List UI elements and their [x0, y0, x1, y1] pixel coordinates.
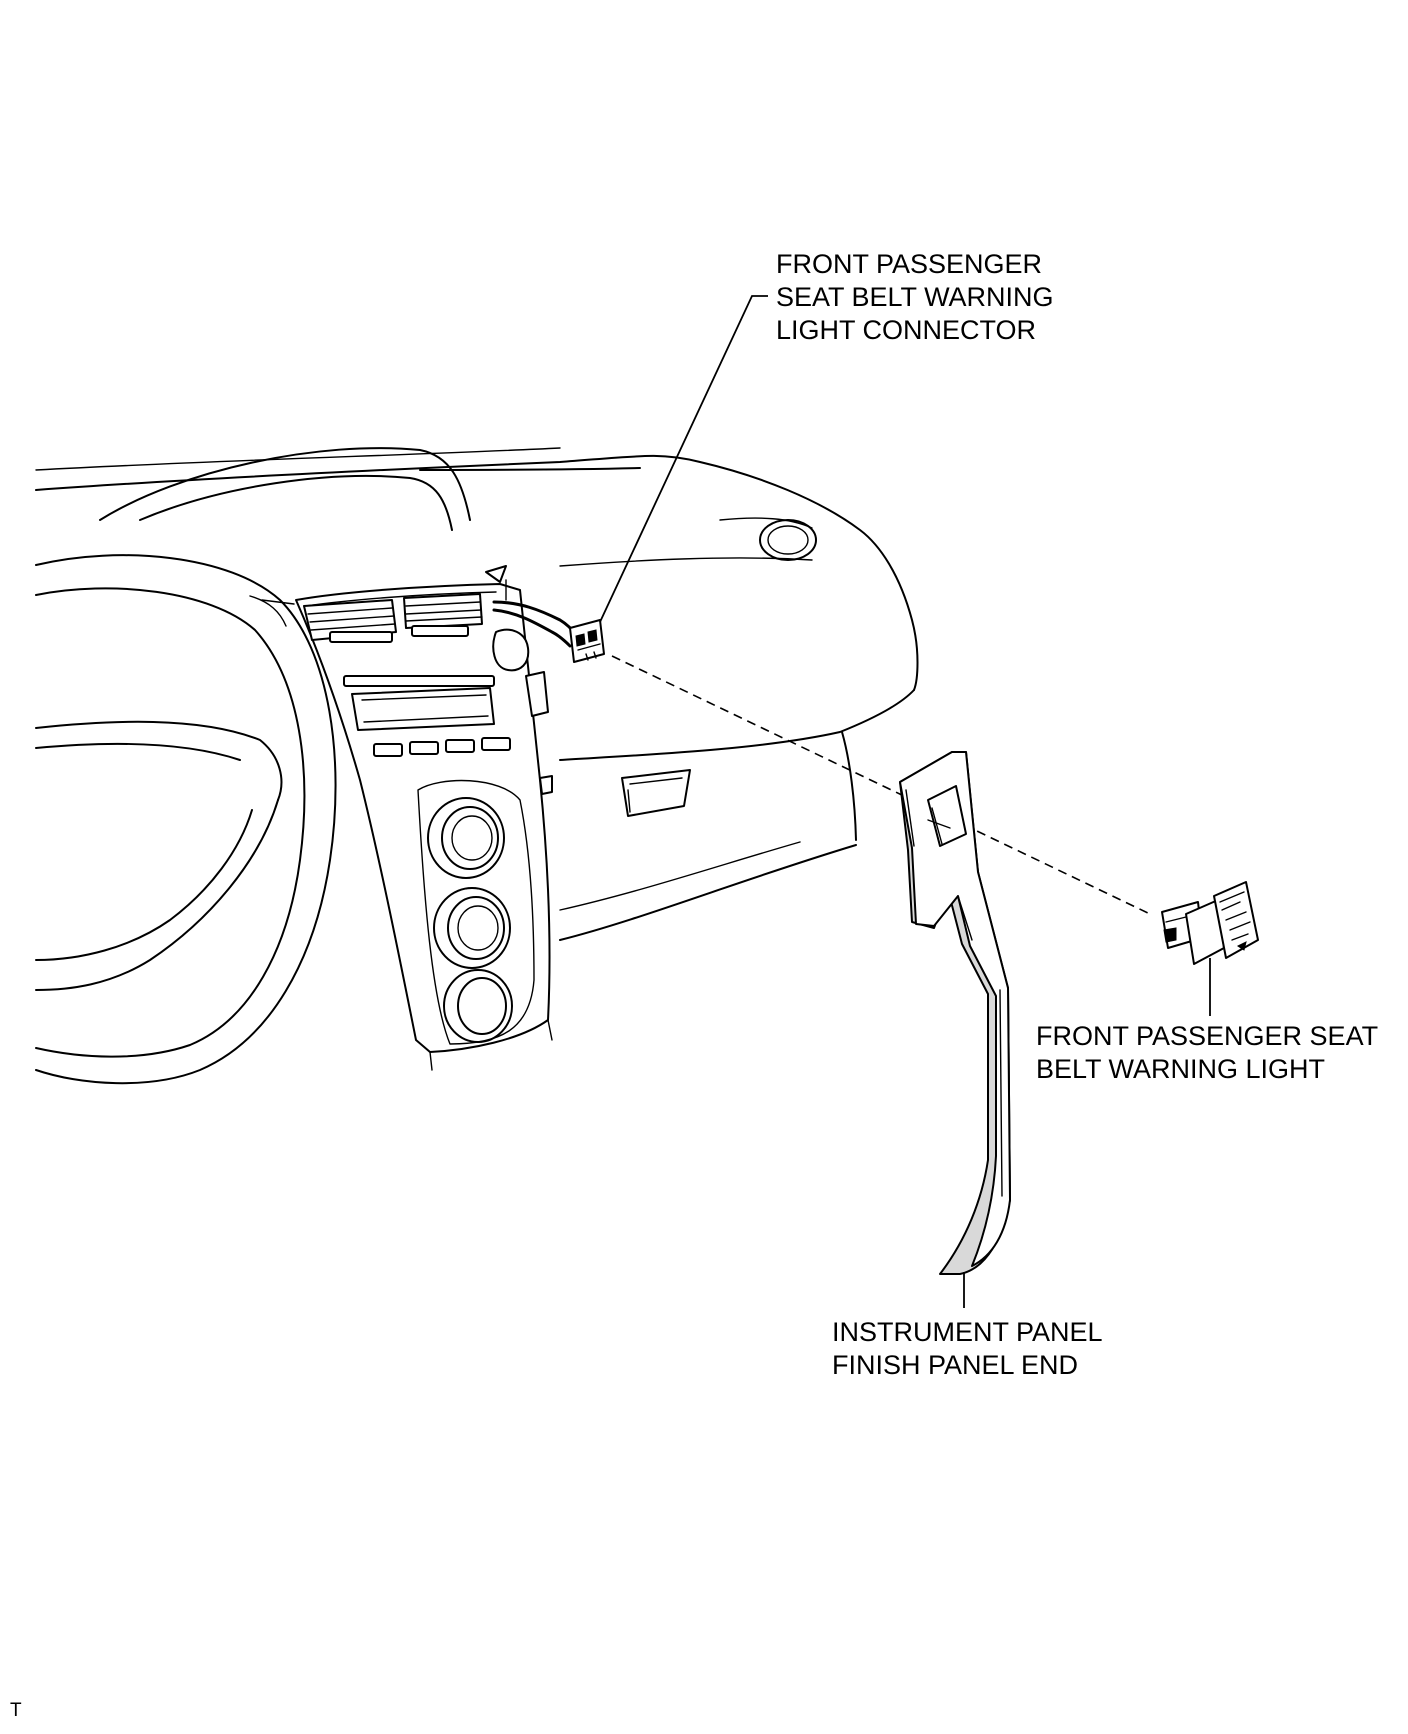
warning-light-label: FRONT PASSENGER SEAT BELT WARNING LIGHT: [1036, 1020, 1378, 1086]
leader-lines: [599, 295, 1211, 1308]
instrument-panel-finish-panel-end: [899, 751, 1011, 1275]
finish-panel-label-line2: FINISH PANEL END: [832, 1350, 1079, 1380]
connector-label-line2: SEAT BELT WARNING: [776, 282, 1054, 312]
finish-panel-label: INSTRUMENT PANEL FINISH PANEL END: [832, 1316, 1103, 1382]
finish-panel-label-line1: INSTRUMENT PANEL: [832, 1317, 1103, 1347]
assembly-line: [611, 655, 1151, 915]
connector-label: FRONT PASSENGER SEAT BELT WARNING LIGHT …: [776, 248, 1054, 347]
warning-light-label-line1: FRONT PASSENGER SEAT: [1036, 1021, 1379, 1051]
steering-wheel: [35, 447, 471, 1085]
dashboard-outline: [35, 447, 919, 941]
connector-label-line1: FRONT PASSENGER: [776, 249, 1043, 279]
warning-light-label-line2: BELT WARNING LIGHT: [1036, 1054, 1326, 1084]
front-passenger-seat-belt-warning-light: [1161, 881, 1259, 965]
seat-belt-warning-light-connector: [492, 600, 605, 663]
center-stack: [295, 565, 553, 1071]
figure-code-mark: T: [10, 1700, 22, 1721]
connector-label-line3: LIGHT CONNECTOR: [776, 315, 1037, 345]
